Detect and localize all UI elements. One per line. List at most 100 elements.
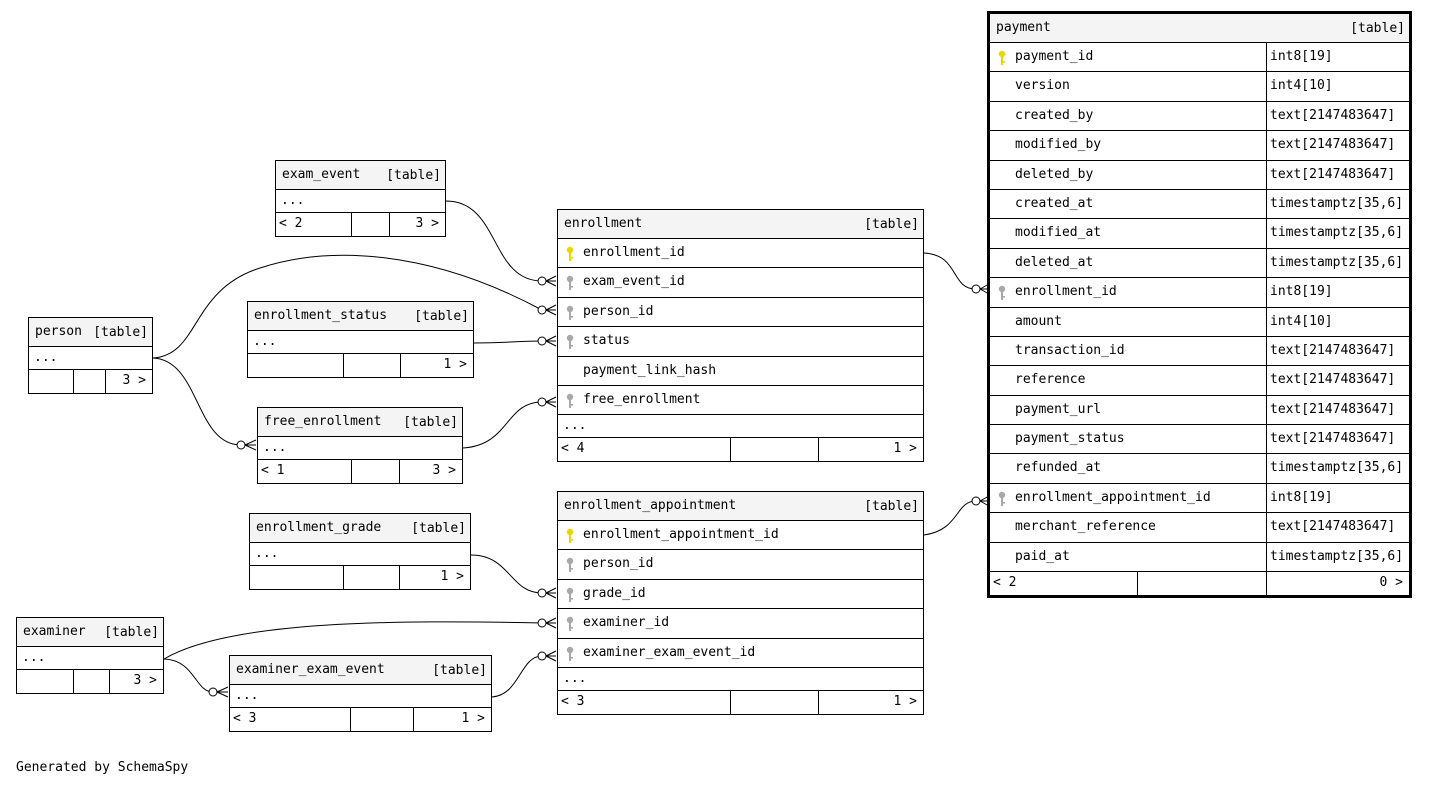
column-row[interactable]: grade_id bbox=[558, 580, 923, 610]
table-enrollment-status[interactable]: enrollment_status [table] ... 1 > bbox=[247, 301, 474, 378]
children-count[interactable]: 3 > bbox=[432, 463, 456, 478]
column-row[interactable]: enrollment_appointment_id int8[19] bbox=[990, 483, 1409, 514]
generated-by-label: Generated by SchemaSpy bbox=[16, 760, 189, 775]
relation-enrollment-payment bbox=[923, 252, 977, 290]
table-footer: < 4 1 > bbox=[558, 438, 923, 462]
table-header: enrollment_appointment [table] bbox=[558, 492, 923, 521]
children-count[interactable]: 3 > bbox=[415, 216, 439, 231]
children-count[interactable]: 1 > bbox=[443, 357, 467, 372]
children-count[interactable]: 1 > bbox=[893, 693, 917, 709]
table-examiner[interactable]: examiner [table] ... 3 > bbox=[16, 617, 164, 694]
table-footer: 1 > bbox=[248, 354, 473, 377]
table-header: payment [table] bbox=[990, 14, 1409, 43]
ellipsis-row: ... bbox=[558, 668, 923, 691]
many-marker bbox=[545, 335, 557, 347]
ellipsis-row: ... bbox=[276, 190, 445, 213]
children-count[interactable]: 3 > bbox=[122, 373, 146, 388]
children-count[interactable]: 1 > bbox=[461, 711, 485, 726]
primary-key-icon bbox=[566, 246, 574, 261]
parents-count[interactable]: < 4 bbox=[561, 441, 585, 457]
foreign-key-icon bbox=[566, 587, 574, 602]
table-person[interactable]: person [table] ... 3 > bbox=[28, 317, 153, 394]
table-tag: [table] bbox=[403, 415, 458, 430]
foreign-key-icon bbox=[566, 334, 574, 350]
parents-count[interactable]: < 2 bbox=[993, 575, 1017, 591]
column-row[interactable]: examiner_exam_event_id bbox=[558, 639, 923, 668]
parents-count[interactable]: < 2 bbox=[279, 216, 303, 231]
table-free-enrollment[interactable]: free_enrollment [table] ... < 1 3 > bbox=[257, 407, 463, 484]
table-tag: [table] bbox=[864, 499, 919, 514]
children-count[interactable]: 3 > bbox=[133, 673, 157, 688]
column-name: exam_event_id bbox=[583, 274, 685, 290]
optional-marker bbox=[537, 305, 547, 315]
parents-count[interactable]: < 3 bbox=[233, 711, 257, 726]
children-count[interactable]: 0 > bbox=[1379, 575, 1403, 591]
table-header: examiner_exam_event [table] bbox=[230, 656, 491, 685]
primary-key-icon bbox=[566, 528, 574, 543]
ellipsis-row: ... bbox=[258, 437, 462, 460]
table-enrollment-grade[interactable]: enrollment_grade [table] ... 1 > bbox=[249, 513, 471, 590]
column-name: examiner_exam_event_id bbox=[583, 644, 756, 660]
table-exam-event[interactable]: exam_event [table] ... < 2 3 > bbox=[275, 160, 446, 237]
column-row[interactable]: enrollment_id bbox=[558, 239, 923, 269]
relation-exam-event-enrollment bbox=[445, 200, 543, 282]
column-row[interactable]: person_id bbox=[558, 550, 923, 580]
column-name: created_at bbox=[1015, 195, 1094, 211]
table-footer: 3 > bbox=[29, 370, 152, 393]
relation-examiner-examiner-exam-event bbox=[163, 658, 214, 693]
column-name: enrollment_appointment_id bbox=[1015, 489, 1211, 505]
children-count[interactable]: 1 > bbox=[893, 441, 917, 457]
column-name: payment_id bbox=[1015, 49, 1094, 64]
children-count[interactable]: 1 > bbox=[440, 569, 464, 584]
column-row[interactable]: examiner_id bbox=[558, 609, 923, 639]
table-examiner-exam-event[interactable]: examiner_exam_event [table] ... < 3 1 > bbox=[229, 655, 492, 732]
relation-grade-appointment bbox=[470, 554, 543, 594]
column-row[interactable]: exam_event_id bbox=[558, 268, 923, 298]
column-name: created_by bbox=[1015, 107, 1094, 123]
parents-count[interactable]: < 3 bbox=[561, 693, 585, 709]
column-row[interactable]: enrollment_appointment_id bbox=[558, 521, 923, 551]
column-row[interactable]: payment_id int8[19] bbox=[990, 43, 1409, 73]
column-type: text[2147483647] bbox=[1270, 431, 1396, 447]
table-enrollment-appointment[interactable]: enrollment_appointment [table] enrollmen… bbox=[557, 491, 924, 715]
column-type: int8[19] bbox=[1270, 49, 1333, 64]
primary-key-icon bbox=[998, 50, 1006, 65]
table-tag: [table] bbox=[411, 521, 466, 536]
column-name: refunded_at bbox=[1015, 460, 1102, 476]
column-row[interactable]: free_enrollment bbox=[558, 386, 923, 416]
table-header: enrollment_grade [table] bbox=[250, 514, 470, 543]
table-payment[interactable]: payment [table] payment_id int8[19] versio… bbox=[987, 11, 1412, 599]
foreign-key-icon bbox=[566, 276, 574, 291]
column-type: text[2147483647] bbox=[1270, 519, 1396, 535]
column-name: person_id bbox=[583, 556, 654, 572]
parents-count[interactable]: < 1 bbox=[261, 463, 285, 478]
column-name: payment_link_hash bbox=[583, 362, 717, 378]
many-marker bbox=[244, 439, 257, 451]
column-row[interactable]: payment_link_hash bbox=[558, 357, 923, 386]
table-enrollment[interactable]: enrollment [table] enrollment_id exam_eve… bbox=[557, 209, 924, 463]
table-tag: [table] bbox=[414, 309, 469, 324]
column-row[interactable]: status bbox=[558, 327, 923, 357]
table-header: enrollment [table] bbox=[558, 210, 923, 239]
column-row[interactable]: person_id bbox=[558, 298, 923, 328]
relation-person-free-enrollment bbox=[152, 357, 242, 446]
foreign-key-icon bbox=[998, 285, 1006, 301]
column-type: int8[19] bbox=[1270, 489, 1333, 505]
